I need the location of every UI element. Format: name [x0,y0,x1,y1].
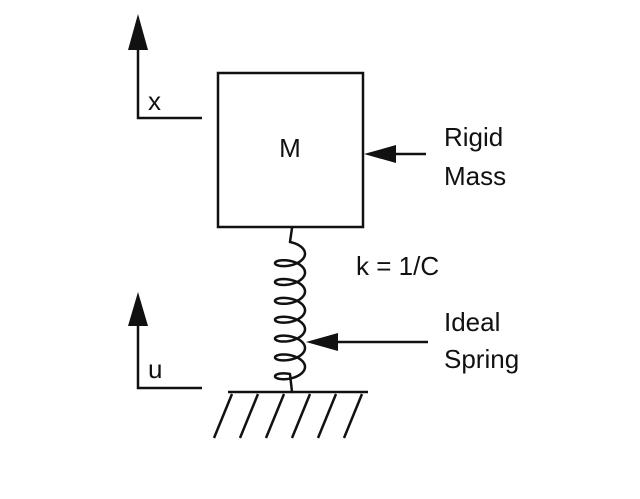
stiffness-label: k = 1/C [356,251,439,281]
coil-spring [273,226,307,394]
ideal-spring-label-line1: Ideal [444,307,500,337]
ideal-spring-arrowhead-icon [306,333,338,351]
ideal-spring-label-line2: Spring [444,344,519,374]
rigid-mass-label-line1: Rigid [444,122,503,152]
u-displacement-indicator: u [128,292,202,390]
ground-hatch-line [212,393,234,439]
ground-hatch-line [264,393,286,439]
x-arrow-shaft [136,48,202,120]
ground-hatch-line [342,393,364,439]
x-displacement-indicator: x [128,14,202,120]
mass-label: M [279,133,301,163]
u-arrow-shaft [136,324,202,390]
ground-hatch-line [290,393,312,439]
fixed-ground [212,390,368,439]
ground-hatch-line [238,393,260,439]
rigid-mass-block: M [216,71,365,229]
rigid-mass-arrowhead-icon [364,145,396,163]
rigid-mass-label-line2: Mass [444,161,506,191]
rigid-mass-callout: Rigid Mass [364,122,506,191]
mass-box [216,71,365,229]
x-arrowhead-icon [128,14,148,50]
ground-hatch-line [316,393,338,439]
u-arrowhead-icon [128,292,148,326]
ideal-spring-callout: Ideal Spring [306,307,519,374]
u-label: u [148,354,162,384]
x-label: x [148,86,161,116]
